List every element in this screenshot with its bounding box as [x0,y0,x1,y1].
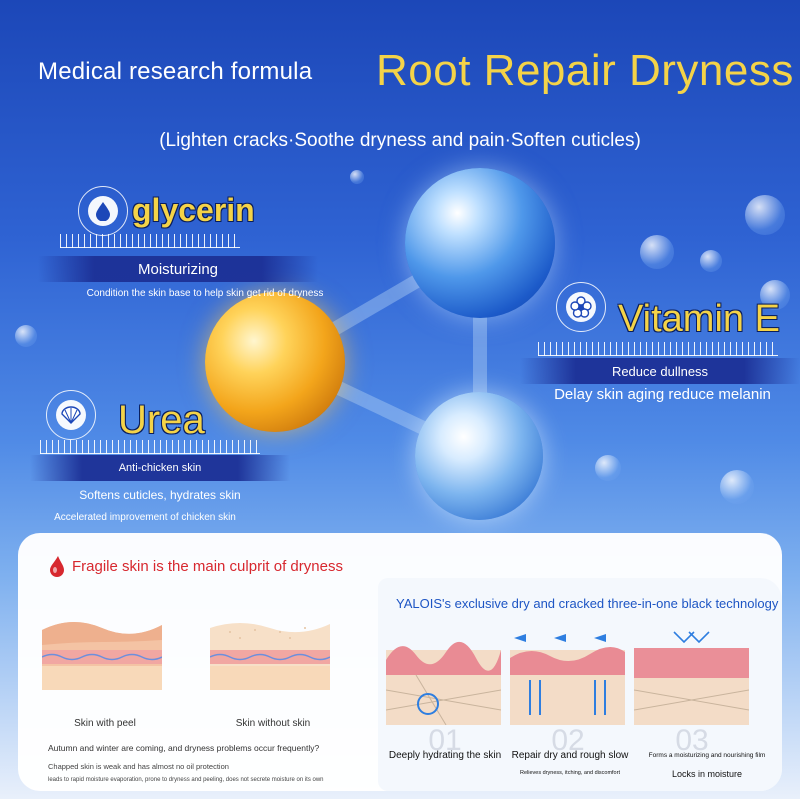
step-label: Deeply hydrating the skin [388,750,502,761]
evaporation-note: leads to rapid moisture evaporation, pro… [48,777,324,783]
urea-benefit: Anti-chicken skin [30,455,290,481]
glycerin-description: Condition the skin base to help skin get… [86,288,324,299]
urea-name: Urea [118,398,205,442]
bubble-decoration [760,280,790,310]
step-sublabel: Locks in moisture [671,769,743,779]
skin-peel-illustration [42,621,162,690]
ruler-divider [40,440,260,454]
step-sublabel: Relieves dryness, itching, and discomfor… [520,770,620,776]
repair-illustration [510,634,625,725]
glycerin-sphere [405,168,555,318]
vitamin-sphere [415,392,543,520]
skin-smooth-illustration [210,623,330,690]
bubble-decoration [15,325,37,347]
vitamin-e-name: Vitamin E [618,298,780,340]
step-number: 03 [675,724,709,757]
glycerin-benefit: Moisturizing [38,256,318,282]
page-title: Root Repair Dryness [376,46,794,95]
technology-title: YALOIS's exclusive dry and cracked three… [396,596,779,611]
bubble-decoration [640,235,674,269]
shell-icon [46,390,96,440]
ruler-divider [538,342,778,356]
water-drop-icon [78,186,128,236]
step-number: 01 [428,724,462,757]
urea-detail: Accelerated improvement of chicken skin [54,512,236,523]
hydration-illustration [386,641,501,725]
glycerin-name: glycerin [132,192,255,228]
dryness-note: Autumn and winter are coming, and drynes… [48,743,320,753]
flower-icon [556,282,606,332]
culprit-title: Fragile skin is the main culprit of dryn… [72,558,343,575]
urea-description: Softens cuticles, hydrates skin [79,488,241,502]
blood-drop-icon [50,556,64,577]
ruler-divider [60,234,240,248]
bubble-decoration [595,455,621,481]
bubble-decoration [720,470,754,504]
bubble-decoration [745,195,785,235]
oil-protection-note: Chapped skin is weak and has almost no o… [48,762,229,771]
vitamin-e-benefit: Reduce dullness [520,358,800,384]
bubble-decoration [350,170,364,184]
urea-sphere [205,292,345,432]
vitamin-e-description: Delay skin aging reduce melanin [554,386,771,403]
bubble-decoration [700,250,722,272]
step-number: 02 [551,724,585,757]
skin-peel-caption: Skin with peel [74,718,136,729]
step-label: Forms a moisturizing and nourishing film [648,752,766,759]
header-tagline: (Lighten cracks·Soothe dryness and pain·… [159,130,641,151]
film-illustration [634,631,749,725]
skin-no-peel-caption: Skin without skin [235,718,311,729]
step-label: Repair dry and rough slow [511,750,629,761]
header-subtitle: Medical research formula [38,58,313,85]
